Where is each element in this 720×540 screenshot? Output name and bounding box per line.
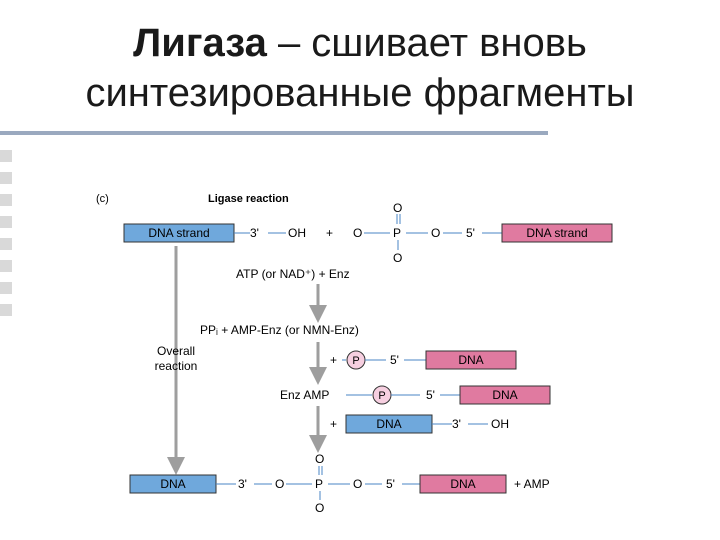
three-prime-label: 3' <box>238 477 247 491</box>
oxygen-top: O <box>393 201 402 215</box>
oxygen-bottom: O <box>315 501 324 515</box>
phosphorus: P <box>315 477 323 491</box>
oxygen-right: O <box>431 226 440 240</box>
step2-text: PPᵢ + AMP-Enz (or NMN-Enz) <box>200 323 359 337</box>
title-underline <box>0 131 548 135</box>
dna-label: DNA <box>376 417 401 431</box>
three-prime-label: 3' <box>452 417 461 431</box>
plus-sign: + <box>330 353 337 367</box>
oh-label: OH <box>491 417 509 431</box>
ligase-figure: (c) Ligase reaction DNA strand 3' OH + O… <box>90 180 626 522</box>
three-prime-label: 3' <box>250 226 259 240</box>
five-prime-label: 5' <box>426 388 435 402</box>
decor-square <box>0 150 12 162</box>
dna-label-left: DNA <box>160 477 185 491</box>
title-line-1: Лигаза – сшивает вновь <box>20 18 700 68</box>
step1-text: ATP (or NAD⁺) + Enz <box>236 267 350 281</box>
dna-strand-box-right <box>501 223 613 243</box>
five-prime-label: 5' <box>390 353 399 367</box>
dna-box <box>425 350 517 370</box>
oxygen-left: O <box>275 477 284 491</box>
plus-sign: + <box>330 417 337 431</box>
decor-square <box>0 304 12 316</box>
title-bold-term: Лигаза <box>133 21 267 65</box>
oxygen-left: O <box>353 226 362 240</box>
phosphate-label: P <box>352 355 359 367</box>
slide-title: Лигаза – сшивает вновь синтезированные ф… <box>20 18 700 118</box>
overall-label-line-2: reaction <box>155 359 198 373</box>
title-rest-line-1: – сшивает вновь <box>266 21 587 65</box>
figure-heading: Ligase reaction <box>208 193 289 205</box>
dna-strand-label-left: DNA strand <box>148 226 209 240</box>
dna-label-right: DNA <box>450 477 475 491</box>
decor-square <box>0 216 12 228</box>
plus-amp-label: + AMP <box>514 477 550 491</box>
ligase-diagram: (c) Ligase reaction DNA strand 3' OH + O… <box>96 193 613 515</box>
dna-box <box>459 385 551 405</box>
phosphorus: P <box>393 226 401 240</box>
oh-label: OH <box>288 226 306 240</box>
enz-amp-label: Enz AMP <box>280 388 329 402</box>
panel-label: (c) <box>96 193 109 205</box>
five-prime-label: 5' <box>466 226 475 240</box>
decor-square <box>0 282 12 294</box>
five-prime-label: 5' <box>386 477 395 491</box>
oxygen-right: O <box>353 477 362 491</box>
dna-label: DNA <box>492 388 517 402</box>
decor-square <box>0 172 12 184</box>
overall-label-line-1: Overall <box>157 344 195 358</box>
decor-square <box>0 260 12 272</box>
dna-label: DNA <box>458 353 483 367</box>
phosphate-label: P <box>378 390 385 402</box>
dna-box-right <box>419 474 507 494</box>
dna-strand-label-right: DNA strand <box>526 226 587 240</box>
decor-square <box>0 238 12 250</box>
plus-sign: + <box>326 226 333 240</box>
title-line-2: синтезированные фрагменты <box>85 71 635 115</box>
decor-square <box>0 194 12 206</box>
oxygen-top: O <box>315 452 324 466</box>
oxygen-bottom: O <box>393 251 402 265</box>
